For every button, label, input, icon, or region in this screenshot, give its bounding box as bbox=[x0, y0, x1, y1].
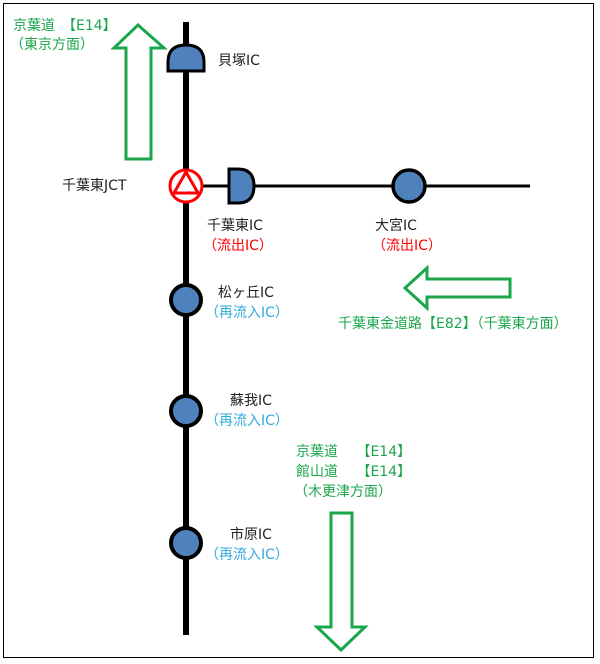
south-direction-line3: （木更津方面） bbox=[294, 484, 392, 500]
matsugaoka-ic-label: 松ヶ丘IC bbox=[218, 285, 274, 301]
ichihara-ic-marker bbox=[169, 526, 203, 560]
soga-ic-note: （再流入IC） bbox=[205, 413, 289, 429]
omiya-ic-marker bbox=[391, 168, 427, 204]
soga-ic-marker bbox=[169, 394, 203, 428]
kaizuka-ic-marker bbox=[166, 43, 206, 73]
north-direction-line2: （東京方面） bbox=[10, 37, 94, 53]
chibahigashi-ic-marker bbox=[227, 167, 256, 205]
chibahigashi-jct-label: 千葉東JCT bbox=[62, 178, 127, 194]
chibahigashi-ic-label: 千葉東IC bbox=[207, 218, 263, 234]
north-direction-arrow bbox=[110, 22, 168, 161]
south-direction-arrow bbox=[313, 511, 369, 653]
east-direction-label: 千葉東金道路【E82】（千葉東方面） bbox=[338, 316, 568, 332]
omiya-ic-note: （流出IC） bbox=[372, 238, 442, 254]
matsugaoka-ic-marker bbox=[169, 283, 203, 317]
matsugaoka-ic-note: （再流入IC） bbox=[205, 305, 289, 321]
diagram-frame bbox=[3, 3, 594, 658]
ichihara-ic-label: 市原IC bbox=[230, 527, 272, 543]
west-direction-arrow bbox=[402, 264, 512, 312]
south-direction-line2: 館山道 【E14】 bbox=[296, 464, 412, 480]
chibahigashi-jct-marker bbox=[168, 168, 204, 204]
north-direction-line1: 京葉道 【E14】 bbox=[13, 18, 117, 34]
ichihara-ic-note: （再流入IC） bbox=[205, 547, 289, 563]
kaizuka-ic-label: 貝塚IC bbox=[218, 53, 260, 69]
soga-ic-label: 蘇我IC bbox=[230, 393, 272, 409]
south-direction-line1: 京葉道 【E14】 bbox=[296, 444, 412, 460]
omiya-ic-label: 大宮IC bbox=[375, 218, 417, 234]
chibahigashi-ic-note: （流出IC） bbox=[203, 238, 273, 254]
